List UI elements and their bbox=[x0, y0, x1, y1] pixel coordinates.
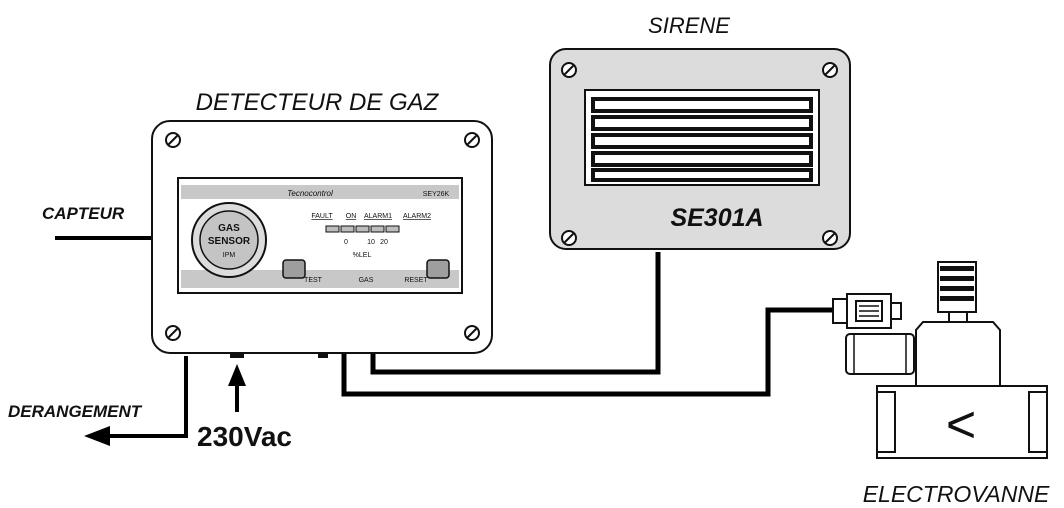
screw-icon bbox=[165, 325, 181, 341]
screw-icon bbox=[822, 62, 838, 78]
screw-icon bbox=[561, 230, 577, 246]
wiring bbox=[341, 252, 833, 397]
valve-pipe bbox=[876, 385, 1048, 459]
detector-screws bbox=[165, 132, 480, 341]
siren-grille-slots bbox=[591, 97, 813, 182]
detector-model: SEY26K bbox=[423, 191, 450, 198]
label-detecteur: DETECTEUR DE GAZ bbox=[196, 89, 440, 116]
valve-pipe-left-flange bbox=[876, 391, 896, 453]
gas-label: GAS bbox=[359, 277, 374, 284]
led-bar bbox=[325, 225, 400, 233]
detector-brand: Tecnocontrol bbox=[287, 189, 333, 198]
label-electrovanne: ELECTROVANNE bbox=[863, 481, 1050, 507]
valve-coil-stripes bbox=[940, 266, 974, 301]
valve-body-upper bbox=[915, 321, 1001, 387]
led-label-alarm2: ALARM2 bbox=[403, 213, 431, 220]
arrowhead-up-icon bbox=[228, 364, 246, 386]
derangement-output bbox=[84, 356, 188, 446]
valve-flow-direction-icon: < bbox=[946, 396, 976, 454]
reset-button-label: RESET bbox=[404, 277, 428, 284]
wire-detector-to-valve bbox=[341, 307, 833, 397]
sensor-label-ipm: IPM bbox=[223, 252, 236, 259]
screw-icon bbox=[822, 230, 838, 246]
reset-button[interactable]: RESET bbox=[404, 259, 450, 284]
sensor-label-gas: GAS bbox=[218, 223, 240, 234]
siren-screws bbox=[561, 62, 838, 246]
screw-icon bbox=[464, 132, 480, 148]
label-sirene: SIRENE bbox=[648, 13, 730, 38]
scale-10: 10 bbox=[367, 239, 375, 246]
solenoid-valve: < bbox=[832, 261, 1048, 459]
wire-derangement bbox=[108, 356, 188, 438]
siren-model-label: SE301A bbox=[670, 204, 763, 232]
led-label-fault: FAULT bbox=[311, 213, 333, 220]
scale-unit: %LEL bbox=[353, 252, 372, 259]
detector-panel-footer bbox=[181, 270, 459, 288]
screw-icon bbox=[464, 325, 480, 341]
siren-unit: SE301A bbox=[549, 48, 851, 250]
power-input bbox=[228, 364, 246, 412]
gas-sensor: GAS SENSOR IPM bbox=[191, 202, 267, 278]
test-button-label: TEST bbox=[304, 277, 323, 284]
valve-pipe-right-flange bbox=[1028, 391, 1048, 453]
test-button[interactable]: TEST bbox=[282, 259, 323, 284]
sensor-label-sensor: SENSOR bbox=[208, 236, 251, 247]
gas-detector-unit: Tecnocontrol SEY26K GAS SENSOR IPM FAULT… bbox=[151, 120, 493, 358]
detector-bottom-tab bbox=[230, 352, 244, 358]
scale-0: 0 bbox=[344, 239, 348, 246]
label-capteur: CAPTEUR bbox=[42, 204, 125, 223]
led-label-alarm1: ALARM1 bbox=[364, 213, 392, 220]
wire-detector-to-siren bbox=[370, 252, 661, 375]
arrowhead-left-icon bbox=[84, 426, 110, 446]
valve-side-solenoid bbox=[845, 333, 915, 375]
label-derangement: DERANGEMENT bbox=[8, 402, 143, 421]
label-power: 230Vac bbox=[197, 421, 292, 452]
screw-icon bbox=[165, 132, 181, 148]
detector-panel-header bbox=[181, 185, 459, 199]
scale-20: 20 bbox=[380, 239, 388, 246]
valve-connector bbox=[832, 293, 902, 329]
detector-bottom-tab bbox=[318, 352, 328, 358]
led-labels: FAULT ON ALARM1 ALARM2 bbox=[311, 213, 431, 220]
led-label-on: ON bbox=[346, 213, 357, 220]
screw-icon bbox=[561, 62, 577, 78]
